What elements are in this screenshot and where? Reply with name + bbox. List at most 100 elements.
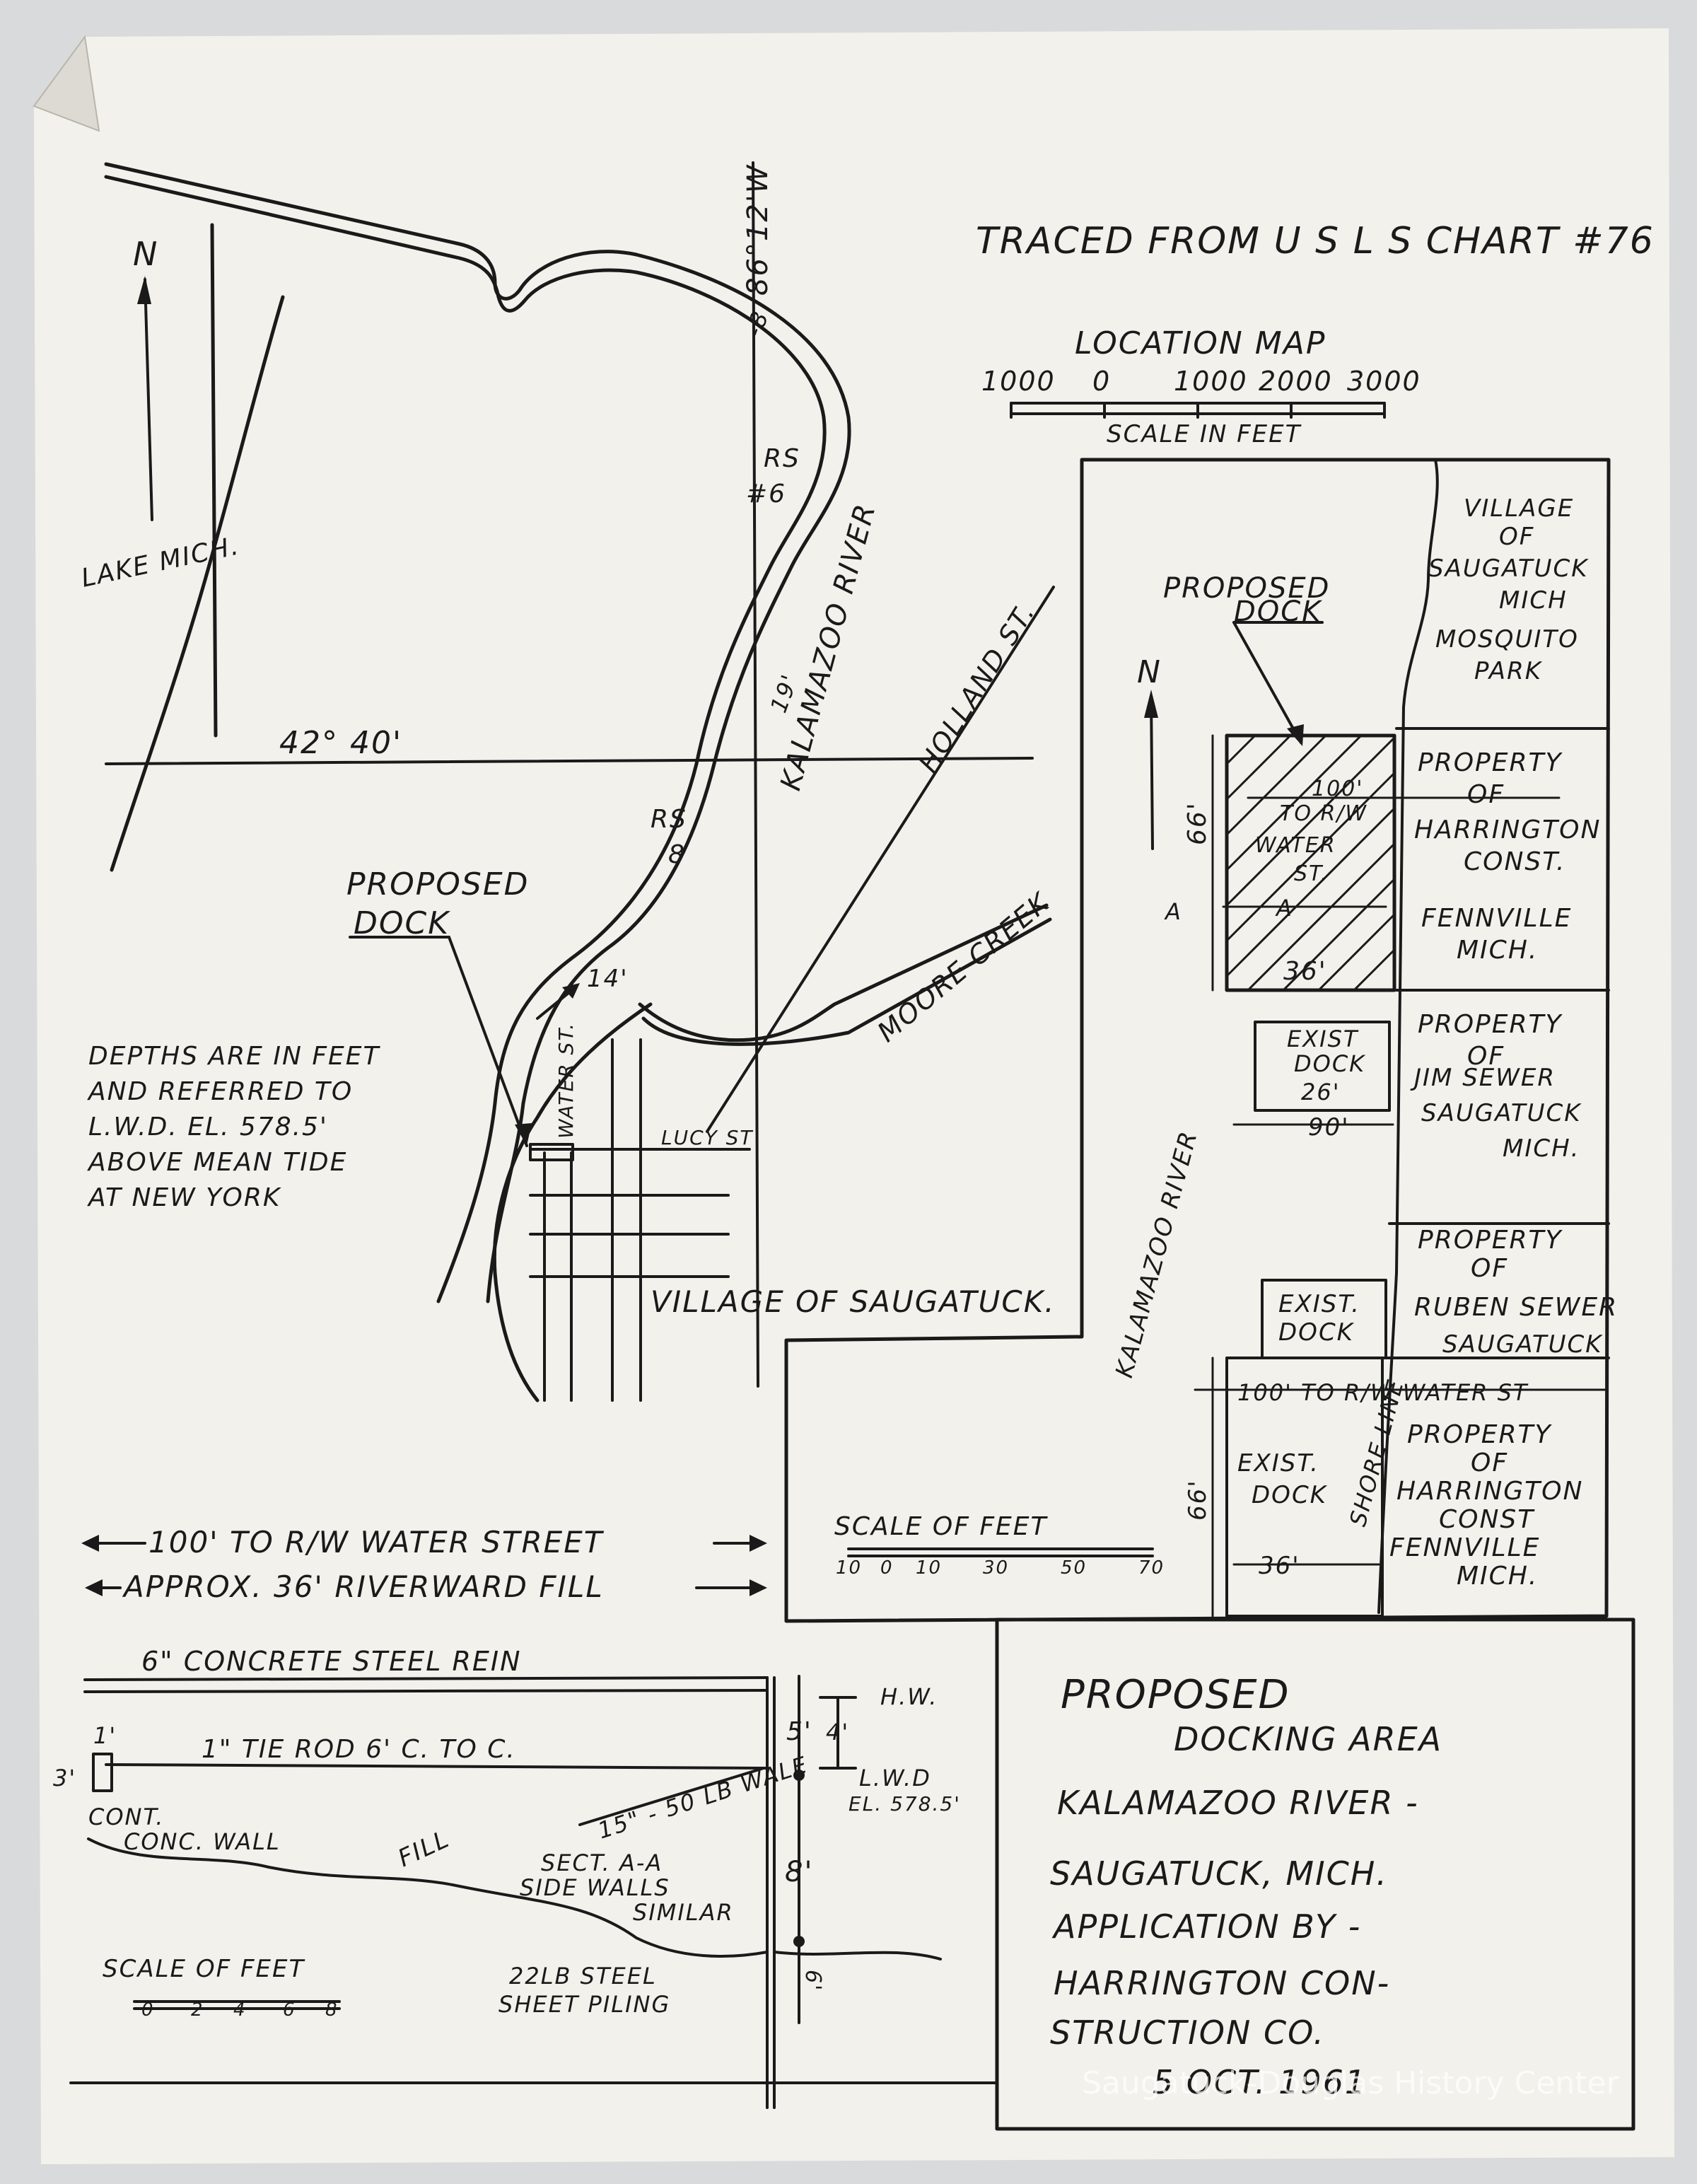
dock-dimension-100-top: 100' TO R/W WATER ST. [1255,777,1367,886]
svg-text:PARK: PARK [1474,657,1543,685]
water-street-label: WATER ST. [554,1022,578,1139]
title-block-frame [995,1617,1635,2131]
site-plan [784,458,1611,1623]
svg-text:2000: 2000 [1259,366,1333,397]
svg-text:30: 30 [983,1557,1009,1579]
paper [34,28,1674,2164]
svg-text:0: 0 [141,1999,155,2021]
dim-66-bottom: 66' [1184,1479,1212,1521]
section-a-left: A [1164,898,1182,925]
dim-3: 3' [53,1765,76,1791]
svg-text:DEPTHS ARE IN FEET: DEPTHS ARE IN FEET [88,1042,381,1071]
section-scale-ticks: 0 2 4 6 8 [141,1999,337,2021]
svg-text:3000: 3000 [1347,366,1421,397]
svg-text:1000: 1000 [1174,366,1248,397]
svg-text:CONST: CONST [1439,1505,1535,1534]
location-scale-ticks: 1000 0 1000 2000 3000 [981,366,1421,397]
latitude-label: 42° 40' [279,725,402,761]
svg-text:PROPERTY: PROPERTY [1407,1420,1553,1449]
dim-36-top: 36' [1283,957,1327,986]
svg-text:MOSQUITO: MOSQUITO [1435,625,1579,654]
annotation-line-1: 100' TO R/W WATER STREET [148,1525,605,1559]
svg-text:26': 26' [1301,1079,1341,1105]
proposed-dock-label-1: PROPOSED [346,866,530,902]
dim-90: 90' [1308,1113,1350,1142]
svg-text:JIM SEWER: JIM SEWER [1410,1064,1556,1092]
section-scale-label: SCALE OF FEET [103,1955,305,1983]
svg-text:HARRINGTON CON-: HARRINGTON CON- [1054,1964,1390,2002]
property-harrington-1: PROPERTY OF HARRINGTON CONST. FENNVILLE … [1414,748,1601,965]
lucy-street-label: LUCY ST [661,1126,754,1149]
hw-label: H.W. [880,1683,938,1710]
svg-text:ST.: ST. [1294,861,1329,886]
chart-number: TRACED FROM U S L S CHART #76 [976,220,1655,262]
property-harrington-2: PROPERTY OF HARRINGTON CONST FENNVILLE M… [1389,1420,1583,1591]
svg-text:ABOVE MEAN TIDE: ABOVE MEAN TIDE [87,1148,347,1177]
svg-text:50: 50 [1061,1557,1087,1579]
dim-5: 5' [786,1717,812,1746]
dim-100-bottom: 100' TO R/W WATER ST [1237,1379,1529,1406]
svg-text:70: 70 [1138,1557,1165,1579]
svg-text:10: 10 [836,1557,862,1579]
svg-text:L.W.D. EL. 578.5': L.W.D. EL. 578.5' [88,1113,328,1142]
svg-text:DOCK: DOCK [1252,1481,1328,1509]
svg-text:RUBEN SEWER: RUBEN SEWER [1414,1293,1618,1322]
lwd-label-2: EL. 578.5' [848,1792,961,1816]
section-drawing [83,1675,942,2109]
location-scale-label: SCALE IN FEET [1107,420,1302,448]
svg-text:WATER: WATER [1255,833,1336,858]
svg-text:MICH: MICH [1499,586,1568,615]
annotation-arrows [81,1535,767,1596]
svg-text:DOCKING AREA: DOCKING AREA [1174,1720,1442,1758]
svg-text:EXIST.: EXIST. [1237,1449,1319,1477]
svg-text:0: 0 [1092,366,1111,397]
svg-text:MICH.: MICH. [1503,1134,1580,1163]
wall-label-1: CONT. [88,1803,164,1830]
svg-text:2: 2 [191,1999,204,2021]
tie-rod-label: 1" TIE ROD 6' C. TO C. [202,1735,516,1764]
north-label-location: N [133,235,158,273]
range-station-6-a: RS [764,444,800,473]
svg-text:KALAMAZOO RIVER -: KALAMAZOO RIVER - [1057,1784,1419,1822]
svg-text:1000: 1000 [981,366,1056,397]
svg-text:TO R/W: TO R/W [1280,801,1367,826]
dim-66-top: 66' [1183,801,1212,845]
svg-text:100': 100' [1312,777,1364,801]
svg-text:APPLICATION BY -: APPLICATION BY - [1051,1907,1361,1946]
svg-text:OF: OF [1499,523,1534,551]
section-a-right: A [1275,895,1293,922]
range-station-8-a: RS [651,805,687,834]
watermark: Saugatuck-Douglas History Center [1082,2065,1620,2101]
svg-text:SAUGATUCK: SAUGATUCK [1428,554,1589,583]
site-proposed-dock-2: DOCK [1234,596,1322,628]
svg-text:OF: OF [1467,1042,1505,1071]
piling-label-2: SHEET PILING [498,1991,670,2018]
piling-label-1: 22LB STEEL [509,1963,657,1990]
sect-label-2: SIDE WALLS [520,1874,670,1901]
svg-text:FENNVILLE: FENNVILLE [1389,1533,1540,1562]
site-scale-ticks: 10 0 10 30 50 70 [836,1557,1165,1579]
svg-text:CONST.: CONST. [1464,847,1565,876]
svg-text:10: 10 [916,1557,942,1579]
svg-text:PROPERTY: PROPERTY [1418,1010,1563,1039]
dim-4: 4' [826,1719,849,1746]
svg-text:DOCK: DOCK [1278,1318,1355,1347]
svg-text:PROPERTY: PROPERTY [1418,748,1563,777]
svg-text:HARRINGTON: HARRINGTON [1414,815,1601,844]
exist-dock-2-label: EXIST. DOCK [1278,1290,1359,1347]
exist-dock-1-label: EXIST DOCK 26' [1287,1026,1365,1105]
svg-text:PROPOSED: PROPOSED [1061,1672,1290,1718]
dim-8: 8' [785,1856,813,1888]
location-map-title: LOCATION MAP [1075,325,1326,361]
svg-text:MICH.: MICH. [1457,1562,1538,1591]
range-station-8-b: 8 [668,840,686,869]
svg-text:EXIST: EXIST [1287,1026,1359,1052]
svg-text:HARRINGTON: HARRINGTON [1396,1477,1583,1506]
svg-text:5 OCT. 1961: 5 OCT. 1961 [1153,2063,1367,2101]
site-proposed-dock-1: PROPOSED [1163,572,1330,605]
sect-label-1: SECT. A-A [541,1849,663,1876]
proposed-dock-label-2: DOCK [354,905,450,941]
title-block: PROPOSED DOCKING AREA KALAMAZOO RIVER - … [1050,1672,1442,2101]
property-jim-sewer: PROPERTY OF JIM SEWER SAUGATUCK MICH. [1410,1010,1580,1163]
